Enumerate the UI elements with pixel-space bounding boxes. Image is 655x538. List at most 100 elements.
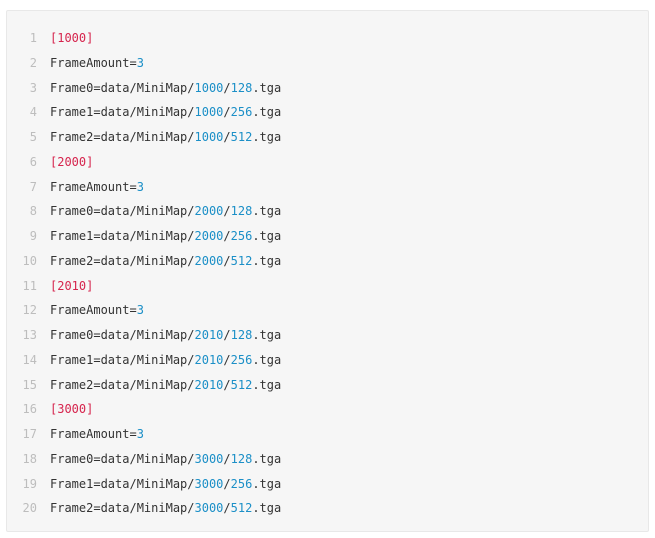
text-token: .tga bbox=[252, 105, 282, 120]
number-token: 256 bbox=[230, 105, 253, 120]
code-line: 17 FrameAmount=3 bbox=[7, 422, 648, 447]
line-number: 14 bbox=[22, 352, 37, 367]
text-token: .tga bbox=[252, 328, 282, 342]
line-code: FrameAmount=3 bbox=[50, 303, 144, 317]
code-line: 6 [2000] bbox=[7, 150, 648, 175]
number-token: 2010 bbox=[194, 328, 224, 342]
line-number: 20 bbox=[22, 501, 37, 516]
text-token: Frame1=data/MiniMap/ bbox=[50, 229, 195, 243]
text-token: FrameAmount= bbox=[50, 179, 137, 194]
line-code: Frame1=data/MiniMap/3000/256.tga bbox=[50, 477, 281, 491]
line-number: 10 bbox=[22, 253, 37, 268]
text-token: .tga bbox=[252, 253, 282, 268]
text-token: Frame2=data/MiniMap/ bbox=[50, 501, 195, 516]
section-header: [3000] bbox=[50, 402, 94, 417]
code-line: 20 Frame2=data/MiniMap/3000/512.tga bbox=[7, 496, 648, 521]
line-number: 11 bbox=[22, 278, 37, 293]
number-token: 128 bbox=[230, 204, 253, 219]
code-line: 16 [3000] bbox=[7, 397, 648, 422]
text-token: / bbox=[223, 204, 231, 219]
text-token: Frame1=data/MiniMap/ bbox=[50, 352, 195, 367]
text-token: .tga bbox=[252, 377, 282, 392]
line-number: 18 bbox=[22, 451, 37, 466]
line-code: [2010] bbox=[50, 279, 93, 293]
line-number: 3 bbox=[29, 80, 37, 95]
text-token: .tga bbox=[252, 204, 282, 219]
line-number: 5 bbox=[29, 130, 37, 144]
text-token: Frame2=data/MiniMap/ bbox=[50, 253, 195, 268]
line-number: 2 bbox=[29, 55, 37, 70]
line-number: 12 bbox=[22, 303, 37, 318]
number-token: 128 bbox=[230, 328, 253, 342]
line-code: FrameAmount=3 bbox=[50, 180, 144, 194]
line-number: 8 bbox=[29, 204, 37, 219]
code-line: 11 [2010] bbox=[7, 274, 648, 299]
number-token: 256 bbox=[230, 229, 253, 243]
number-token: 512 bbox=[230, 130, 253, 144]
line-number: 4 bbox=[29, 105, 37, 120]
section-header: [1000] bbox=[50, 31, 94, 45]
line-code: Frame2=data/MiniMap/3000/512.tga bbox=[50, 501, 281, 515]
number-token: 3 bbox=[136, 427, 144, 441]
text-token: .tga bbox=[252, 501, 282, 516]
number-token: 2010 bbox=[194, 377, 224, 392]
number-token: 512 bbox=[230, 377, 253, 392]
line-number: 17 bbox=[22, 427, 37, 441]
text-token: Frame2=data/MiniMap/ bbox=[50, 130, 195, 144]
code-line: 5 Frame2=data/MiniMap/1000/512.tga bbox=[7, 125, 648, 150]
number-token: 1000 bbox=[194, 105, 224, 120]
number-token: 1000 bbox=[194, 80, 224, 95]
text-token: Frame0=data/MiniMap/ bbox=[50, 204, 195, 219]
number-token: 1000 bbox=[194, 130, 224, 144]
code-line: 19 Frame1=data/MiniMap/3000/256.tga bbox=[7, 472, 648, 497]
line-number: 6 bbox=[29, 154, 37, 169]
line-code: Frame1=data/MiniMap/1000/256.tga bbox=[50, 105, 281, 119]
text-token: FrameAmount= bbox=[50, 55, 137, 70]
number-token: 3 bbox=[136, 303, 144, 318]
line-code: Frame0=data/MiniMap/2010/128.tga bbox=[50, 328, 281, 342]
text-token: / bbox=[223, 229, 231, 243]
text-token: Frame0=data/MiniMap/ bbox=[50, 328, 195, 342]
line-number: 9 bbox=[29, 229, 37, 243]
line-code: FrameAmount=3 bbox=[50, 56, 144, 70]
text-token: / bbox=[223, 253, 231, 268]
number-token: 128 bbox=[230, 80, 253, 95]
text-token: / bbox=[223, 476, 231, 491]
line-number: 19 bbox=[22, 476, 37, 491]
text-token: Frame2=data/MiniMap/ bbox=[50, 377, 195, 392]
text-token: .tga bbox=[252, 451, 282, 466]
number-token: 2010 bbox=[194, 352, 224, 367]
code-line: 1[1000] bbox=[7, 26, 648, 51]
number-token: 3000 bbox=[194, 501, 224, 516]
line-code: Frame2=data/MiniMap/2010/512.tga bbox=[50, 378, 281, 392]
line-number: 16 bbox=[22, 402, 37, 417]
line-code: FrameAmount=3 bbox=[50, 427, 144, 441]
text-token: Frame0=data/MiniMap/ bbox=[50, 80, 195, 95]
code-line: 7 FrameAmount=3 bbox=[7, 175, 648, 200]
number-token: 3000 bbox=[194, 476, 224, 491]
code-line: 8 Frame0=data/MiniMap/2000/128.tga bbox=[7, 199, 648, 224]
line-code: Frame2=data/MiniMap/1000/512.tga bbox=[50, 130, 281, 144]
line-code: [2000] bbox=[50, 155, 93, 169]
text-token: .tga bbox=[252, 476, 282, 491]
line-code: [1000] bbox=[50, 31, 93, 45]
number-token: 3000 bbox=[194, 451, 224, 466]
text-token: / bbox=[223, 501, 231, 516]
text-token: Frame1=data/MiniMap/ bbox=[50, 105, 195, 120]
code-line: 2 FrameAmount=3 bbox=[7, 51, 648, 76]
text-token: / bbox=[223, 130, 231, 144]
text-token: / bbox=[223, 328, 231, 342]
code-line: 4 Frame1=data/MiniMap/1000/256.tga bbox=[7, 100, 648, 125]
code-line: 12 FrameAmount=3 bbox=[7, 298, 648, 323]
section-header: [2000] bbox=[50, 154, 94, 169]
number-token: 2000 bbox=[194, 253, 224, 268]
line-code: Frame0=data/MiniMap/2000/128.tga bbox=[50, 204, 281, 218]
line-number: 7 bbox=[29, 179, 37, 194]
